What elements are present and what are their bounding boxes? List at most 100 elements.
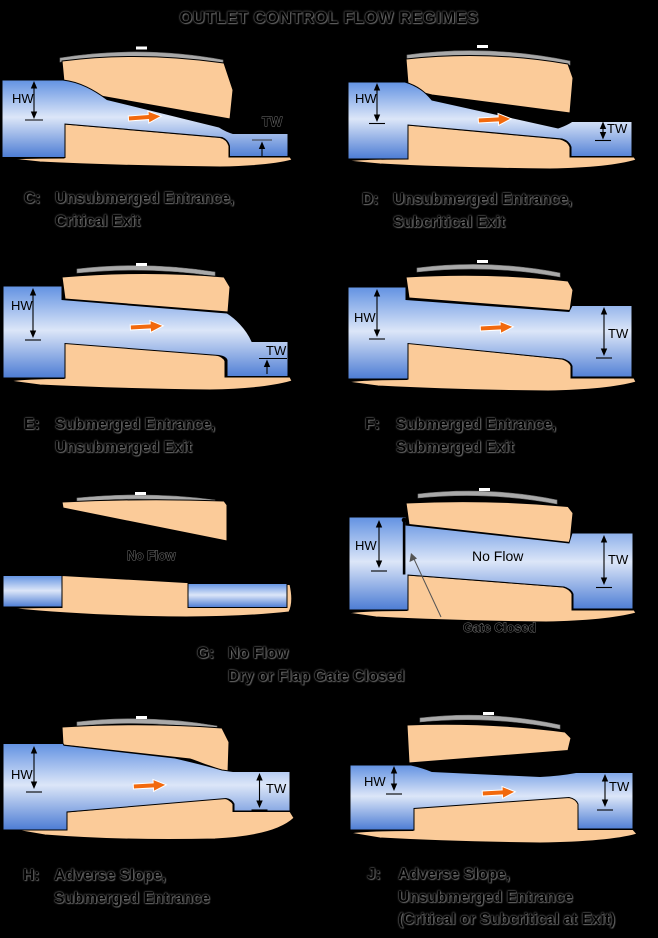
channel-bed bbox=[11, 123, 293, 168]
flow-arrow-icon bbox=[132, 778, 168, 793]
diagram-c-unsubmerged-entrance-critical-exit: HW TW bbox=[1, 46, 293, 168]
flow-arrow-icon bbox=[481, 785, 517, 800]
caption-line: Adverse Slope, bbox=[398, 866, 510, 883]
hw-dimension-arrow bbox=[386, 766, 402, 795]
flow-arrow-icon bbox=[127, 110, 163, 124]
diagram-g-no-flow-gate-closed: No Flow HW TW Gate Closed bbox=[347, 488, 637, 635]
caption-line: Dry or Flap Gate Closed bbox=[228, 667, 405, 685]
gate-closed-label: Gate Closed bbox=[463, 621, 536, 635]
hw-dimension-arrow bbox=[26, 746, 42, 793]
diagram-j-adverse-slope-unsubmerged-entrance: HW TW bbox=[349, 712, 638, 844]
gate-pointer-arrow bbox=[409, 553, 442, 618]
caption-letter: F: bbox=[365, 416, 380, 433]
page-title: OUTLET CONTROL FLOW REGIMES bbox=[179, 9, 479, 27]
hw-dimension-arrow bbox=[369, 289, 385, 340]
water-profile bbox=[347, 286, 633, 380]
caption-line: No Flow bbox=[228, 645, 289, 662]
embankment bbox=[405, 274, 574, 312]
water-profile bbox=[2, 285, 289, 379]
road-centerline bbox=[136, 46, 147, 50]
caption-line: Submerged Exit bbox=[396, 438, 514, 456]
embankment bbox=[61, 273, 231, 313]
channel-bed bbox=[9, 342, 293, 391]
caption-h: H: Adverse Slope, Submerged Entrance bbox=[23, 865, 210, 910]
tw-dimension-arrow bbox=[252, 139, 272, 156]
caption-letter: E: bbox=[24, 416, 40, 433]
hw-label: HW bbox=[355, 538, 377, 553]
caption-line: Unsubmerged Entrance bbox=[398, 888, 573, 906]
hw-dimension-arrow bbox=[25, 81, 43, 121]
roadway bbox=[419, 714, 561, 730]
embankment bbox=[406, 723, 572, 764]
road-centerline bbox=[136, 716, 147, 719]
caption-f: F: Submerged Entrance, Submerged Exit bbox=[365, 414, 556, 459]
caption-d: D: Unsubmerged Entrance, Subcritical Exi… bbox=[362, 189, 572, 234]
gate-hinge bbox=[401, 517, 407, 523]
tw-label: TW bbox=[607, 121, 628, 136]
tw-label: TW bbox=[608, 552, 629, 567]
caption-line: Unsubmerged Exit bbox=[55, 438, 192, 456]
caption-c: C: Unsubmerged Entrance, Critical Exit bbox=[24, 188, 234, 233]
embankment bbox=[61, 499, 228, 542]
road-centerline bbox=[477, 45, 488, 48]
tw-dimension-arrow bbox=[595, 121, 611, 142]
hw-dimension-arrow bbox=[369, 83, 385, 125]
caption-line: Adverse Slope, bbox=[54, 867, 166, 884]
hw-dimension-arrow bbox=[25, 288, 41, 341]
tw-dimension-arrow bbox=[259, 357, 287, 374]
hw-label: HW bbox=[355, 91, 377, 106]
hw-dimension-arrow bbox=[371, 520, 387, 572]
flow-arrow-icon bbox=[477, 112, 513, 127]
hw-label: HW bbox=[364, 774, 386, 789]
caption-line: Unsubmerged Entrance, bbox=[55, 190, 235, 207]
caption-letter: J: bbox=[367, 866, 381, 883]
road-centerline bbox=[135, 492, 146, 495]
closed-gate bbox=[402, 519, 406, 575]
road-centerline bbox=[136, 263, 147, 266]
channel-bed bbox=[347, 342, 637, 392]
caption-letter: H: bbox=[23, 867, 40, 884]
caption-line: Submerged Entrance, bbox=[55, 416, 216, 433]
no-flow-label: No Flow bbox=[472, 548, 524, 564]
tw-label: TW bbox=[266, 781, 287, 796]
tw-label: TW bbox=[262, 114, 283, 129]
diagram-f-submerged-entrance-submerged-exit: HW TW bbox=[347, 260, 637, 392]
caption-line: Unsubmerged Entrance, bbox=[393, 191, 573, 208]
caption-g: G: No Flow Dry or Flap Gate Closed bbox=[197, 643, 405, 688]
road-centerline bbox=[483, 712, 494, 715]
road-centerline bbox=[479, 488, 490, 491]
hw-label: HW bbox=[354, 310, 376, 325]
tw-label: TW bbox=[609, 779, 630, 794]
water-profile bbox=[349, 764, 634, 831]
downstream-pool bbox=[187, 583, 288, 608]
channel-bed bbox=[347, 124, 637, 170]
road-centerline bbox=[477, 260, 488, 263]
caption-e: E: Submerged Entrance, Unsubmerged Exit bbox=[24, 414, 215, 459]
flow-arrow-icon bbox=[129, 319, 165, 334]
hw-label: HW bbox=[11, 298, 33, 313]
caption-line: Submerged Entrance bbox=[54, 889, 210, 907]
roadway bbox=[417, 490, 558, 505]
hw-label: HW bbox=[11, 767, 33, 782]
water-profile bbox=[348, 516, 634, 611]
diagram-d-unsubmerged-entrance-subcritical-exit: HW TW bbox=[347, 45, 637, 170]
diagram-g-no-flow-dry: No Flow bbox=[2, 492, 293, 618]
flow-arrow-icon bbox=[479, 320, 515, 335]
tw-dimension-arrow bbox=[597, 774, 613, 811]
tw-label: TW bbox=[608, 326, 629, 341]
hw-label: HW bbox=[12, 91, 34, 106]
no-flow-label: No Flow bbox=[127, 549, 176, 563]
caption-letter: C: bbox=[24, 190, 41, 207]
diagram-e-submerged-entrance-unsubmerged-exit: HW TW bbox=[2, 263, 293, 391]
tw-dimension-arrow bbox=[251, 773, 268, 811]
diagram-h-adverse-slope-submerged-entrance: HW TW bbox=[2, 716, 295, 840]
roadway bbox=[416, 264, 561, 278]
upstream-pool bbox=[2, 575, 63, 608]
caption-line: (Critical or Subcritical at Exit) bbox=[398, 911, 616, 928]
caption-j: J: Adverse Slope, Unsubmerged Entrance (… bbox=[367, 864, 615, 932]
channel-bed bbox=[347, 574, 637, 623]
caption-letter: D: bbox=[362, 191, 379, 208]
tw-dimension-arrow bbox=[596, 307, 612, 359]
caption-line: Critical Exit bbox=[55, 212, 141, 230]
